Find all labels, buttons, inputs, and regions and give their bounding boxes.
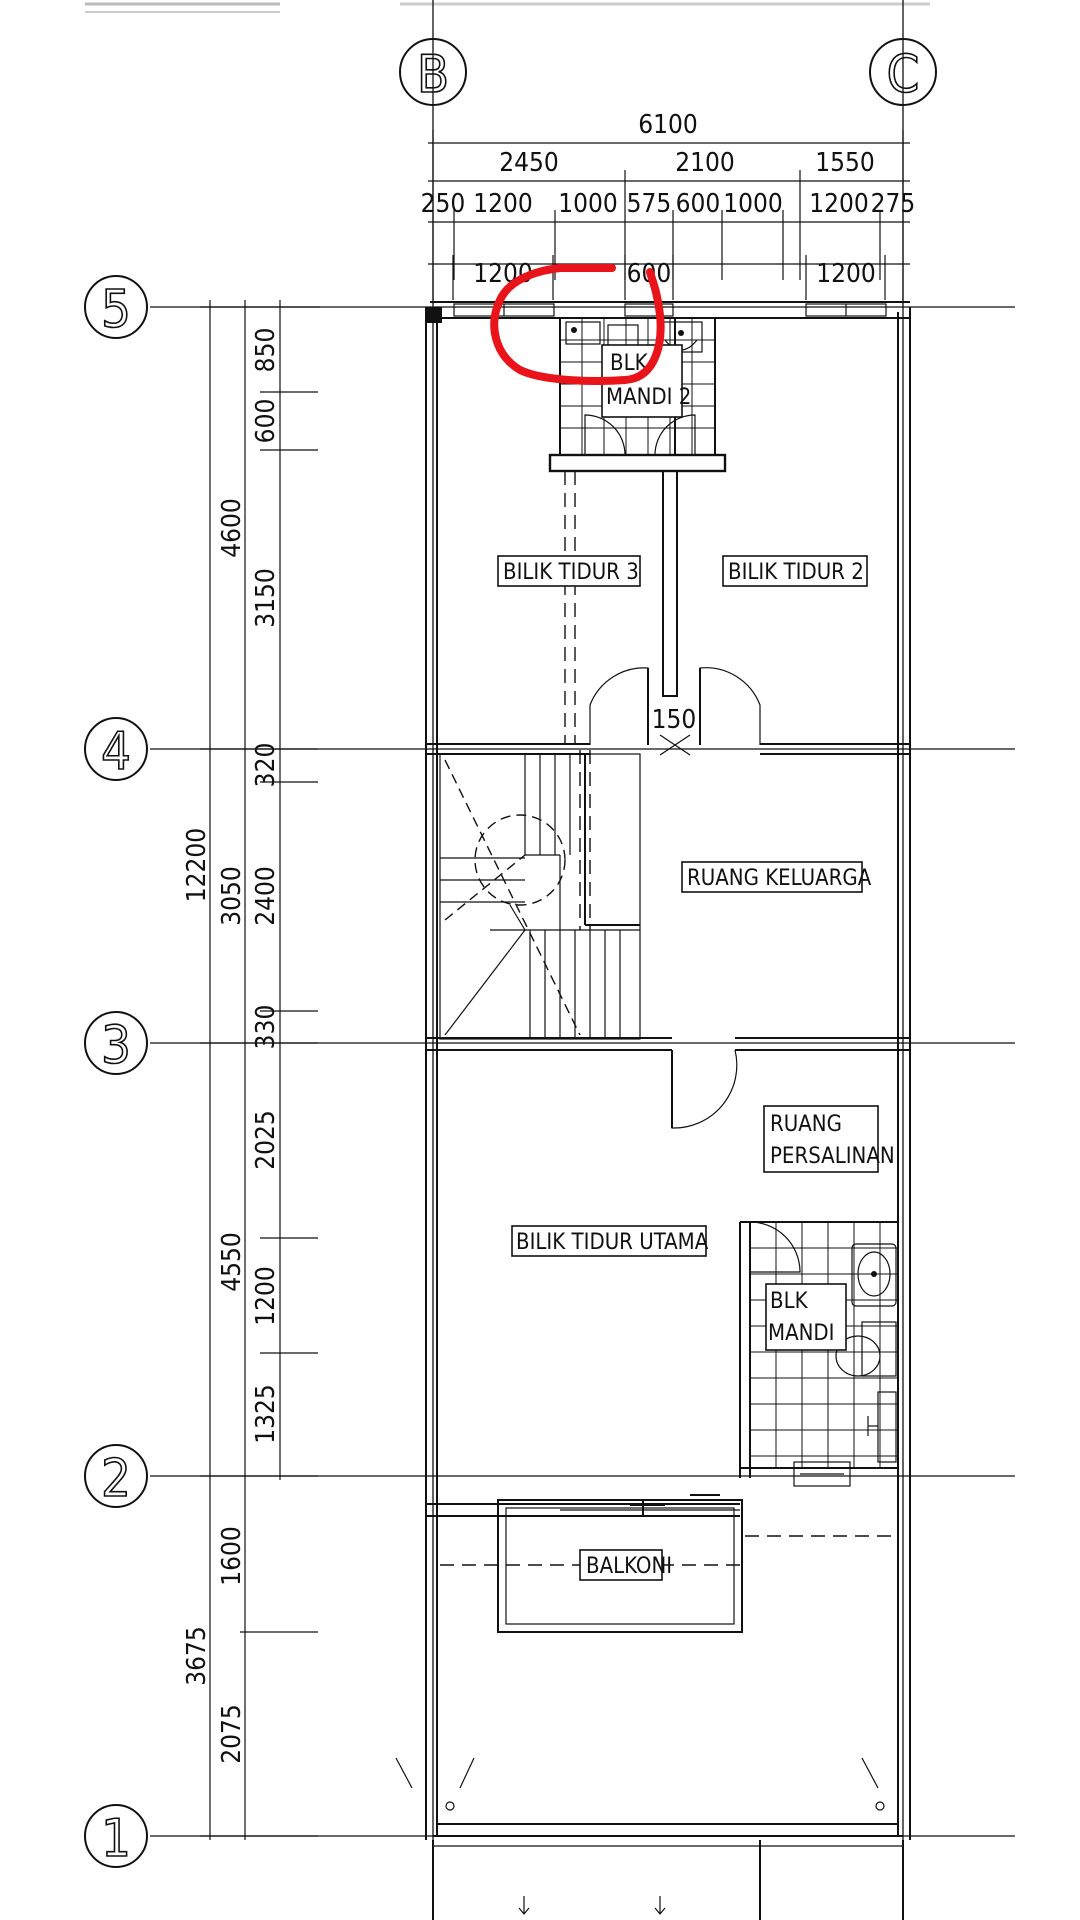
dim-2100: 2100: [675, 148, 735, 178]
master-bathroom: BLK MANDI: [739, 1221, 898, 1487]
grid-bubble-2: 2: [84, 1444, 148, 1510]
bedroom-2-label-box: [722, 555, 868, 587]
dim-1325: 1325: [251, 1384, 281, 1444]
grid-bubble-3: 3: [84, 1011, 148, 1077]
top-dimension-texts: 6100 2450 2100 1550 250 1200 1000 575 60…: [421, 110, 916, 289]
svg-text:4: 4: [101, 722, 131, 782]
bathroom-2: BLK MANDI 2: [548, 317, 727, 473]
grid-bubble-4: 4: [84, 717, 148, 783]
dim-3675: 3675: [182, 1626, 212, 1686]
dim-1550: 1550: [815, 148, 875, 178]
dim-2075: 2075: [217, 1704, 247, 1764]
dim-275: 275: [871, 189, 916, 219]
svg-text:2: 2: [101, 1449, 131, 1509]
dressing-label-line2: PERSALINAN: [770, 1144, 895, 1169]
balcony: BALKONI: [426, 1494, 898, 1633]
dressing-room: RUANG PERSALINAN: [763, 1105, 895, 1173]
dim-330: 330: [251, 1005, 281, 1050]
dim-4550: 4550: [217, 1232, 247, 1292]
master-bath-label-box: [765, 1283, 847, 1351]
master-bath-label-line1: BLK: [770, 1289, 809, 1314]
dim-1600: 1600: [217, 1526, 247, 1586]
dim-12200: 12200: [182, 828, 212, 902]
wall-grid-3: [426, 1037, 910, 1129]
grid-bubble-1: 1: [84, 1804, 148, 1870]
dim-600: 600: [251, 399, 281, 444]
dressing-label-box: [763, 1105, 879, 1173]
family-room-label: RUANG KELUARGA: [687, 866, 872, 891]
master-bath-label-line2: MANDI: [768, 1321, 835, 1346]
bathroom-2-label-line2: MANDI 2: [606, 385, 691, 410]
balcony-label: BALKONI: [586, 1554, 672, 1579]
grid-bubble-b: B: [399, 38, 467, 106]
grid-bubble-c: C: [869, 38, 937, 106]
bedroom-partition: [564, 470, 678, 745]
downpipe-markers: [395, 1757, 885, 1915]
dim-2450: 2450: [499, 148, 559, 178]
dim-1000-b: 1000: [723, 189, 783, 219]
dim-6100: 6100: [638, 110, 698, 140]
bedroom-2-label: BILIK TIDUR 2: [728, 560, 864, 585]
scan-remnant-header: [85, 2, 930, 13]
bedroom-3-label-box: [497, 555, 641, 587]
dim-1000-a: 1000: [558, 189, 618, 219]
dim-window-1200-b: 1200: [816, 259, 876, 289]
dim-2400: 2400: [251, 866, 281, 926]
svg-text:B: B: [417, 45, 449, 105]
dim-150: 150: [652, 705, 697, 735]
dim-575: 575: [627, 189, 672, 219]
svg-text:C: C: [887, 45, 920, 105]
dim-1200-b: 1200: [809, 189, 869, 219]
red-circle-annotation: [490, 264, 665, 385]
dim-4600: 4600: [217, 498, 247, 558]
dim-850: 850: [251, 328, 281, 373]
dim-3050: 3050: [217, 866, 247, 926]
room-labels: BILIK TIDUR 3 BILIK TIDUR 2 RUANG KELUAR…: [497, 555, 872, 1257]
dressing-label-line1: RUANG: [770, 1112, 842, 1137]
top-windows: [453, 303, 887, 317]
dim-600-a: 600: [676, 189, 721, 219]
family-room-label-box: [681, 861, 863, 893]
dim-250: 250: [421, 189, 466, 219]
dim-1200-a: 1200: [473, 189, 533, 219]
master-bedroom-label-box: [511, 1225, 707, 1257]
exterior-walls: [425, 301, 911, 1920]
dim-3150: 3150: [251, 568, 281, 628]
left-dimension-texts: 12200 4600 3050 4550 3675 850 600 3150 3…: [182, 328, 281, 1764]
dim-320: 320: [251, 743, 281, 788]
bedroom-doors: 150: [589, 667, 761, 756]
grid-bubble-5: 5: [84, 275, 148, 341]
dim-2025: 2025: [251, 1110, 281, 1170]
master-bedroom-label: BILIK TIDUR UTAMA: [516, 1230, 709, 1255]
bedroom-3-label: BILIK TIDUR 3: [503, 560, 639, 585]
top-dimension-lines: [428, 130, 910, 300]
svg-text:3: 3: [101, 1016, 131, 1076]
svg-text:1: 1: [101, 1809, 131, 1869]
balcony-label-box: [579, 1549, 663, 1581]
left-dimension-lines: [200, 300, 320, 1840]
dim-1200-left: 1200: [251, 1266, 281, 1326]
svg-text:5: 5: [101, 280, 131, 340]
staircase: [439, 750, 641, 1040]
